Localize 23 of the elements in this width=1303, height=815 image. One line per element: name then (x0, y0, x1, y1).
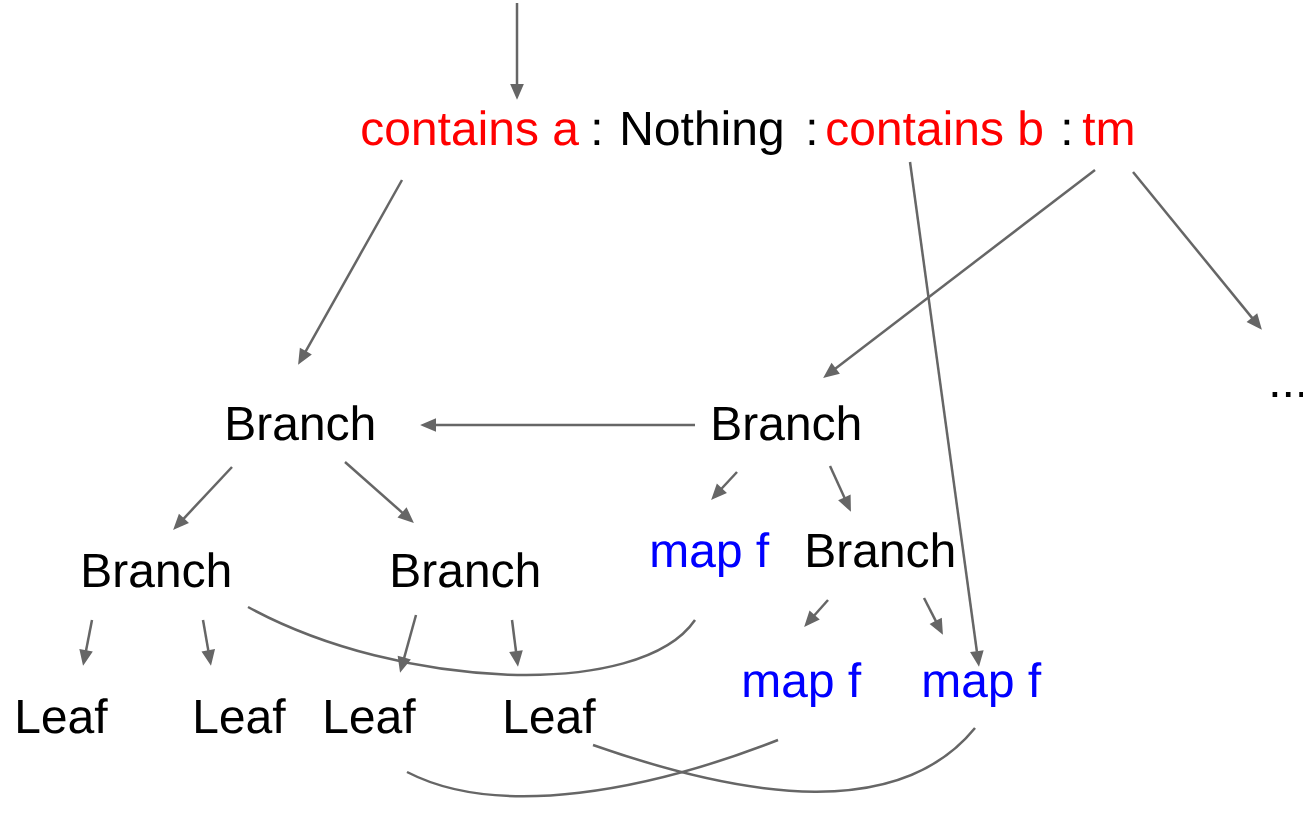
connector-curve (247, 605, 696, 676)
branch-label: Nothing (623, 110, 782, 155)
branch-label: Branch (393, 552, 539, 588)
function-label: map f (744, 662, 862, 707)
separator-text: : (809, 119, 815, 145)
branch-label: Leaf (326, 698, 416, 734)
branch-label: Leaf (18, 698, 108, 734)
branch-label: Leaf (196, 698, 286, 734)
pattern-text: contains b (827, 110, 1042, 146)
branch-label: Branch (714, 405, 860, 441)
pattern-text: contains a (362, 110, 579, 146)
separator-text: : (594, 119, 600, 145)
branch-label: Branch (84, 552, 230, 588)
function-label: map f (652, 532, 770, 577)
connector-curve (406, 738, 779, 798)
branch-label: Branch (228, 405, 374, 441)
separator-text: : (1064, 119, 1070, 145)
function-label: map f (924, 662, 1042, 707)
branch-label: ... (1272, 391, 1303, 397)
connector-curve (592, 727, 976, 793)
branch-label: Leaf (506, 698, 596, 734)
pattern-text: tm (1082, 113, 1133, 146)
branch-label: Branch (808, 532, 954, 568)
